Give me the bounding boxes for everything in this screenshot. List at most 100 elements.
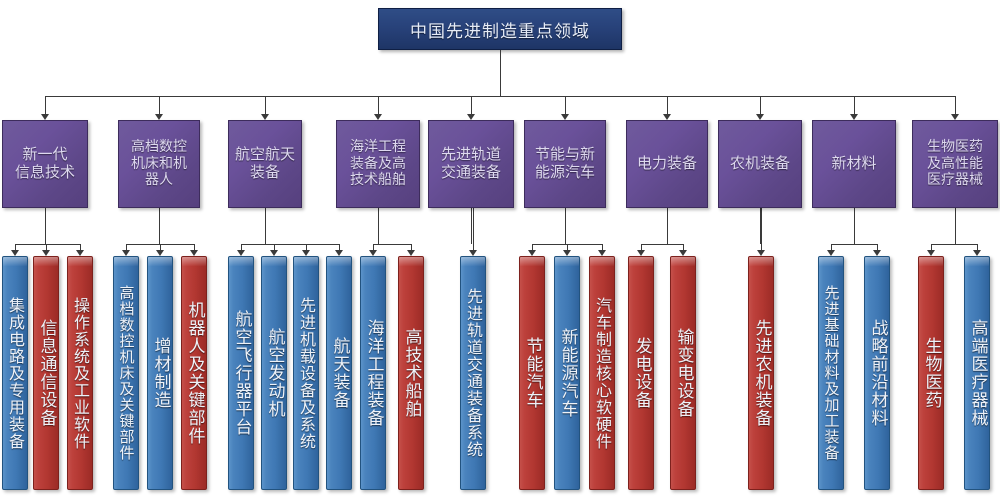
connector-vertical <box>931 244 932 250</box>
connector-arrowhead <box>302 250 310 256</box>
category-box-8[interactable]: 农机装备 <box>718 120 802 208</box>
connector-vertical <box>565 96 566 114</box>
connector-horizontal <box>15 244 80 245</box>
connector-vertical <box>641 244 642 250</box>
connector-arrowhead <box>76 250 84 256</box>
leaf-box-2-2[interactable]: 增材制造 <box>147 256 173 490</box>
leaf-box-1-3[interactable]: 操作系统及工业软件 <box>67 256 93 490</box>
connector-arrowhead <box>374 114 382 120</box>
connector-arrowhead <box>469 250 477 256</box>
leaf-box-5-1[interactable]: 先进轨道交通装备系统 <box>460 256 486 490</box>
connector-vertical <box>45 96 46 114</box>
leaf-box-3-3[interactable]: 先进机载设备及系统 <box>293 256 319 490</box>
leaf-box-3-2[interactable]: 航空发动机 <box>261 256 287 490</box>
connector-vertical <box>977 244 978 250</box>
leaf-label: 发电设备 <box>631 337 652 409</box>
connector-arrowhead <box>407 250 415 256</box>
category-box-1[interactable]: 新一代信息技术 <box>2 120 88 208</box>
leaf-box-4-1[interactable]: 海洋工程装备 <box>360 256 386 490</box>
leaf-box-6-1[interactable]: 节能汽车 <box>519 256 545 490</box>
connector-vertical <box>339 244 340 250</box>
leaf-label: 生物医药 <box>921 337 942 409</box>
leaf-box-6-3[interactable]: 汽车制造核心软硬件 <box>589 256 615 490</box>
leaf-box-9-1[interactable]: 先进基础材料及加工装备 <box>818 256 844 490</box>
connector-vertical <box>473 208 474 250</box>
connector-arrowhead <box>528 250 536 256</box>
leaf-box-1-1[interactable]: 集成电路及专用装备 <box>2 256 28 490</box>
connector-vertical <box>274 244 275 250</box>
connector-arrowhead <box>561 114 569 120</box>
connector-vertical <box>760 96 761 114</box>
category-label: 节能与新能源汽车 <box>534 145 595 181</box>
leaf-label: 输变电设备 <box>673 328 694 418</box>
leaf-box-2-1[interactable]: 高档数控机床及关键部件 <box>113 256 139 490</box>
connector-vertical <box>159 208 160 244</box>
leaf-label: 高端医疗器械 <box>967 319 988 427</box>
connector-vertical <box>955 208 956 244</box>
connector-arrowhead <box>155 114 163 120</box>
connector-arrowhead <box>637 250 645 256</box>
connector-vertical <box>471 208 472 244</box>
connector-horizontal <box>831 244 877 245</box>
connector-vertical <box>683 244 684 250</box>
connector-vertical <box>955 96 956 114</box>
connector-arrowhead <box>122 250 130 256</box>
connector-arrowhead <box>563 250 571 256</box>
connector-vertical <box>500 50 501 96</box>
connector-horizontal <box>45 96 955 97</box>
category-box-9[interactable]: 新材料 <box>812 120 896 208</box>
connector-vertical <box>373 244 374 250</box>
category-box-10[interactable]: 生物医药及高性能医疗器械 <box>912 120 998 208</box>
connector-vertical <box>46 244 47 250</box>
leaf-label: 海洋工程装备 <box>363 319 384 427</box>
connector-vertical <box>565 208 566 244</box>
leaf-label: 航空发动机 <box>264 328 285 418</box>
leaf-box-9-2[interactable]: 战略前沿材料 <box>864 256 890 490</box>
leaf-label: 机器人及关键部件 <box>184 301 205 445</box>
category-box-2[interactable]: 高档数控机床和机器人 <box>118 120 200 208</box>
leaf-label: 航空飞行器平台 <box>231 310 252 436</box>
category-box-5[interactable]: 先进轨道交通装备 <box>428 120 514 208</box>
leaf-label: 汽车制造核心软硬件 <box>593 296 612 450</box>
leaf-box-2-3[interactable]: 机器人及关键部件 <box>181 256 207 490</box>
category-label: 海洋工程装备及高技术船舶 <box>350 139 406 189</box>
leaf-box-4-2[interactable]: 高技术船舶 <box>398 256 424 490</box>
leaf-box-10-1[interactable]: 生物医药 <box>918 256 944 490</box>
connector-vertical <box>378 208 379 244</box>
leaf-label: 战略前沿材料 <box>867 319 888 427</box>
connector-arrowhead <box>11 250 19 256</box>
connector-arrowhead <box>973 250 981 256</box>
category-label: 航空航天装备 <box>234 145 295 181</box>
connector-vertical <box>265 208 266 244</box>
leaf-box-10-2[interactable]: 高端医疗器械 <box>964 256 990 490</box>
leaf-label: 航天装备 <box>329 337 350 409</box>
leaf-label: 先进机载设备及系统 <box>297 296 316 450</box>
connector-arrowhead <box>156 250 164 256</box>
category-label: 新材料 <box>831 154 877 173</box>
connector-arrowhead <box>951 114 959 120</box>
leaf-label: 操作系统及工业软件 <box>71 296 90 450</box>
leaf-box-1-2[interactable]: 信息通信设备 <box>33 256 59 490</box>
category-label: 新一代信息技术 <box>14 145 75 181</box>
leaf-box-7-1[interactable]: 发电设备 <box>628 256 654 490</box>
connector-vertical <box>602 244 603 250</box>
connector-vertical <box>667 96 668 114</box>
leaf-label: 新能源汽车 <box>557 328 578 418</box>
category-box-7[interactable]: 电力装备 <box>626 120 708 208</box>
leaf-box-7-2[interactable]: 输变电设备 <box>670 256 696 490</box>
connector-vertical <box>126 244 127 250</box>
leaf-label: 增材制造 <box>150 337 171 409</box>
leaf-label: 先进基础材料及加工装备 <box>822 285 841 461</box>
category-label: 高档数控机床和机器人 <box>131 139 187 189</box>
category-box-3[interactable]: 航空航天装备 <box>228 120 302 208</box>
connector-arrowhead <box>42 250 50 256</box>
category-box-6[interactable]: 节能与新能源汽车 <box>524 120 606 208</box>
leaf-box-6-2[interactable]: 新能源汽车 <box>554 256 580 490</box>
leaf-box-3-1[interactable]: 航空飞行器平台 <box>228 256 254 490</box>
leaf-box-8-1[interactable]: 先进农机装备 <box>748 256 774 490</box>
connector-vertical <box>854 96 855 114</box>
leaf-box-3-4[interactable]: 航天装备 <box>326 256 352 490</box>
category-box-4[interactable]: 海洋工程装备及高技术船舶 <box>336 120 420 208</box>
connector-vertical <box>194 244 195 250</box>
